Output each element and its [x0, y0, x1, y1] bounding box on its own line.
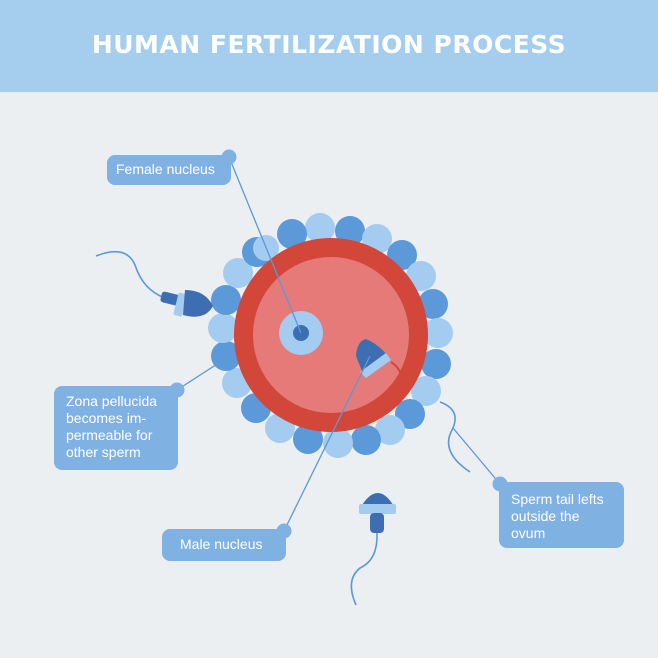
page-title: HUMAN FERTILIZATION PROCESS	[91, 30, 567, 59]
leader-female	[228, 156, 302, 334]
ovum-cytoplasm	[253, 257, 409, 413]
label-sperm-tail: Sperm tail lefts outside the ovum	[499, 482, 624, 548]
label-male-nucleus: Male nucleus	[162, 529, 286, 561]
sperm-bottom	[350, 493, 396, 606]
label-female-nucleus: Female nucleus	[107, 155, 231, 185]
sperm-tail-outside	[439, 401, 471, 473]
header-banner: HUMAN FERTILIZATION PROCESS	[0, 0, 658, 92]
sperm-left	[95, 250, 213, 317]
corona-radiata	[208, 213, 453, 458]
leader-male	[283, 355, 371, 532]
leader-zona	[176, 356, 229, 391]
male-nucleus	[356, 339, 405, 393]
leader-tail	[452, 427, 501, 485]
label-zona-pellucida: Zona pellucida becomes im-permeable for …	[54, 386, 178, 470]
